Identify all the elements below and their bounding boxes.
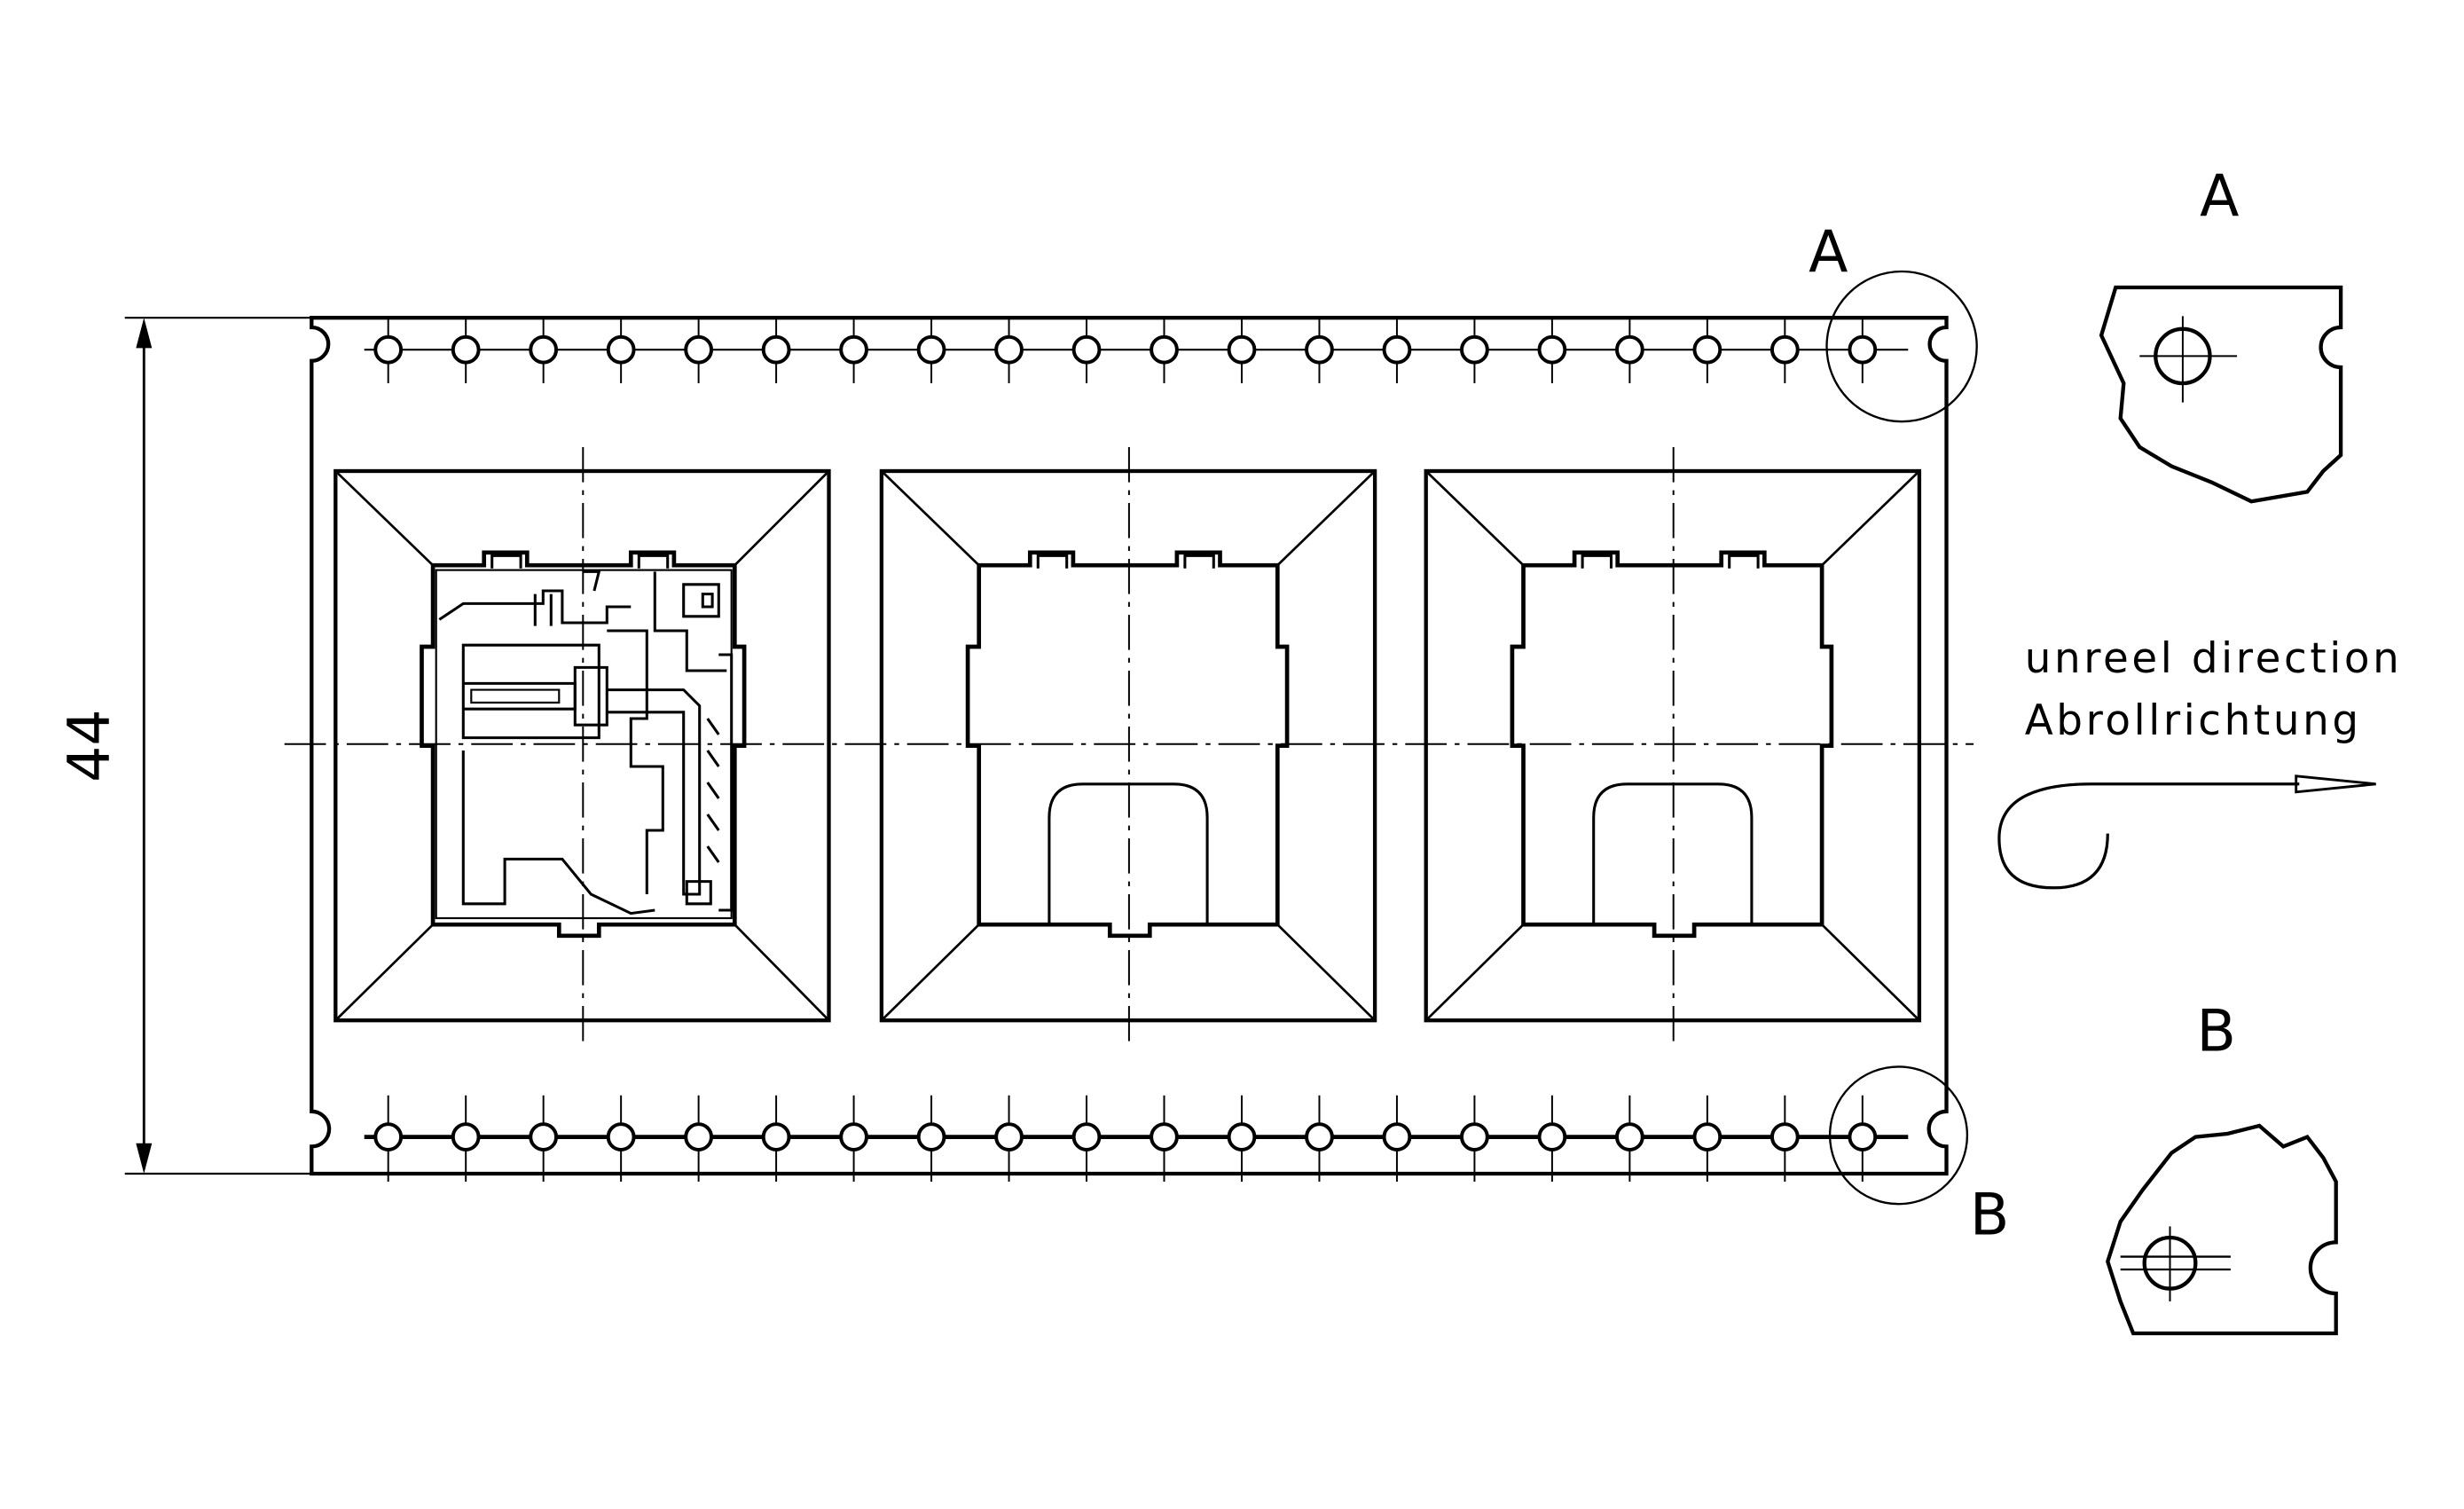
sprocket-hole <box>1071 1122 1102 1151</box>
abrollrichtung-label: Abrollrichtung <box>2025 697 2362 745</box>
sprocket-hole <box>373 334 404 365</box>
sprocket-hole <box>1227 334 1257 365</box>
detail-b-view <box>2106 1123 2338 1336</box>
sprocket-hole <box>684 1122 713 1151</box>
detail-b-label: B <box>1970 1182 2009 1248</box>
sprocket-hole <box>916 1122 946 1151</box>
sprocket-hole <box>1692 334 1722 365</box>
sprocket-hole <box>1614 1122 1644 1151</box>
sprocket-hole <box>761 1122 791 1151</box>
sprocket-hole <box>684 334 713 365</box>
sprocket-hole <box>761 334 791 365</box>
sprocket-hole <box>1150 1122 1179 1151</box>
detail-b-circle <box>1828 1065 1969 1206</box>
sprocket-hole <box>451 334 481 365</box>
sprocket-hole <box>1848 1122 1878 1151</box>
sprocket-hole <box>1537 1122 1567 1151</box>
sprocket-hole <box>1770 1122 1800 1151</box>
detail-a-circle <box>1825 270 1978 423</box>
pocket-3 <box>1424 447 1922 1048</box>
unreel-direction-arrow <box>1997 774 2376 890</box>
sprocket-hole <box>994 1122 1024 1151</box>
detail-b-title: B <box>2196 998 2235 1065</box>
connector-component <box>435 554 734 920</box>
sprocket-hole <box>916 334 946 365</box>
sprocket-hole <box>1150 334 1179 365</box>
sprocket-hole <box>839 1122 868 1151</box>
sprocket-hole <box>1071 334 1102 365</box>
sprocket-hole <box>1692 1122 1722 1151</box>
sprocket-hole <box>1537 334 1567 365</box>
detail-a-title: A <box>2200 163 2239 230</box>
sprocket-hole <box>1460 334 1489 365</box>
sprocket-hole <box>1382 1122 1412 1151</box>
height-dimension <box>124 317 312 1175</box>
pocket-2 <box>879 447 1377 1048</box>
sprocket-hole <box>1382 334 1412 365</box>
sprocket-hole <box>529 1122 559 1151</box>
detail-a-label: A <box>1809 219 1848 286</box>
sprocket-hole <box>1305 334 1334 365</box>
sprocket-hole <box>373 1122 404 1151</box>
carrier-tape-outline <box>310 316 1949 1176</box>
pocket-1 <box>334 447 831 1048</box>
unreel-direction-label: unreel direction <box>2025 635 2403 683</box>
sprocket-hole <box>529 334 559 365</box>
sprocket-hole <box>606 334 636 365</box>
sprocket-hole <box>451 1122 481 1151</box>
sprocket-hole <box>1770 334 1800 365</box>
detail-a-view <box>2099 285 2343 504</box>
height-dimension-value: 44 <box>57 709 123 782</box>
sprocket-hole <box>1460 1122 1489 1151</box>
sprocket-hole <box>839 334 868 365</box>
sprocket-hole <box>1614 334 1644 365</box>
sprocket-hole <box>1305 1122 1334 1151</box>
sprocket-hole <box>1848 334 1878 365</box>
sprocket-hole <box>994 334 1024 365</box>
sprocket-holes-top <box>364 316 1909 383</box>
sprocket-hole <box>1227 1122 1257 1151</box>
sprocket-hole <box>606 1122 636 1151</box>
sprocket-holes-bottom <box>364 1095 1909 1182</box>
